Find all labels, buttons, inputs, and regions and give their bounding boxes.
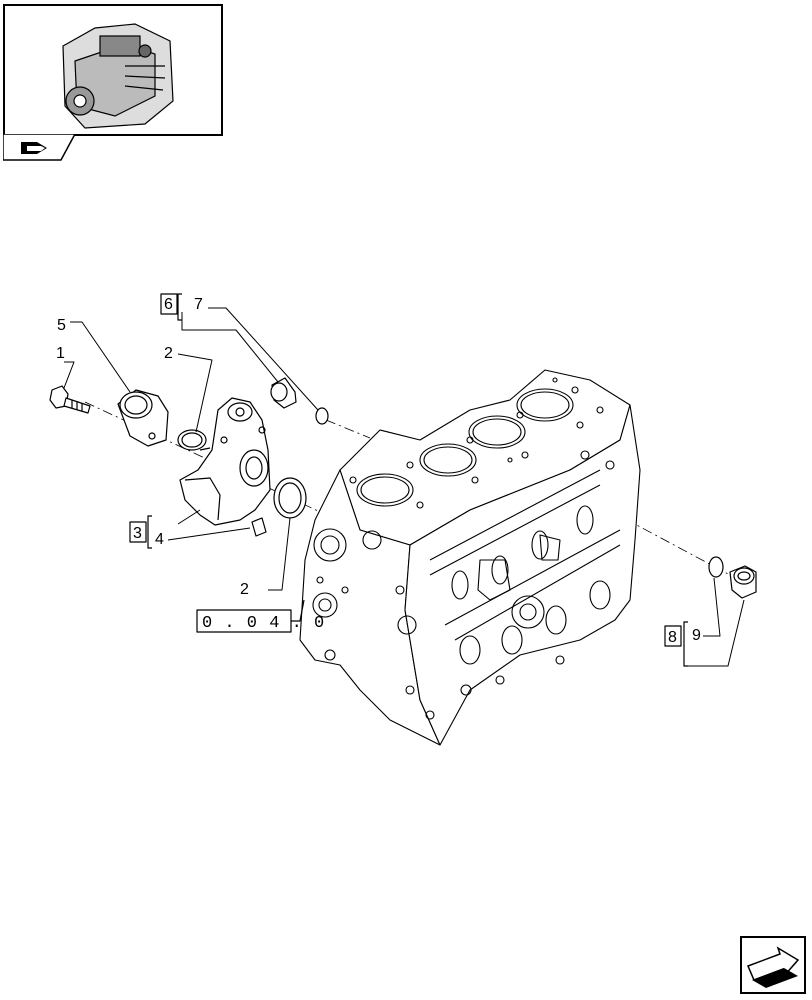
part-3-thermostat-housing [179, 397, 271, 526]
part-4-pin [251, 517, 267, 537]
callout-4: 4 [155, 531, 164, 548]
next-page-arrow-icon [740, 936, 806, 994]
book-arrow-icon [21, 142, 47, 154]
callout-6: 6 [164, 296, 173, 313]
callout-box-3 [129, 521, 147, 543]
leader-lines [63, 307, 745, 667]
part-6-plug [270, 377, 297, 409]
axis-line-top [325, 419, 371, 439]
callout-8: 8 [668, 629, 677, 646]
thumbnail-tab[interactable] [2, 133, 77, 162]
part-8-plug [729, 565, 757, 599]
next-page-button[interactable] [740, 936, 806, 994]
part-7-seal-ring [315, 407, 329, 425]
part-9-seal-ring [708, 556, 724, 578]
callout-7: 7 [194, 296, 203, 313]
callout-box-8 [664, 625, 682, 647]
engine-block [299, 369, 641, 746]
callout-1: 1 [56, 345, 65, 362]
callout-9: 9 [692, 627, 701, 644]
callout-5: 5 [57, 317, 66, 334]
part-5-outlet-flange [117, 389, 169, 447]
engine-thumbnail-icon [62, 23, 174, 129]
engine-thumbnail[interactable] [3, 4, 223, 136]
callout-2-lower: 2 [240, 581, 249, 598]
callout-box-6 [160, 293, 178, 315]
part-1-bolt [49, 385, 91, 414]
reference-code[interactable]: 0 . 0 4 . 0 [202, 614, 325, 633]
callout-3: 3 [133, 525, 142, 542]
callout-2-upper: 2 [164, 345, 173, 362]
